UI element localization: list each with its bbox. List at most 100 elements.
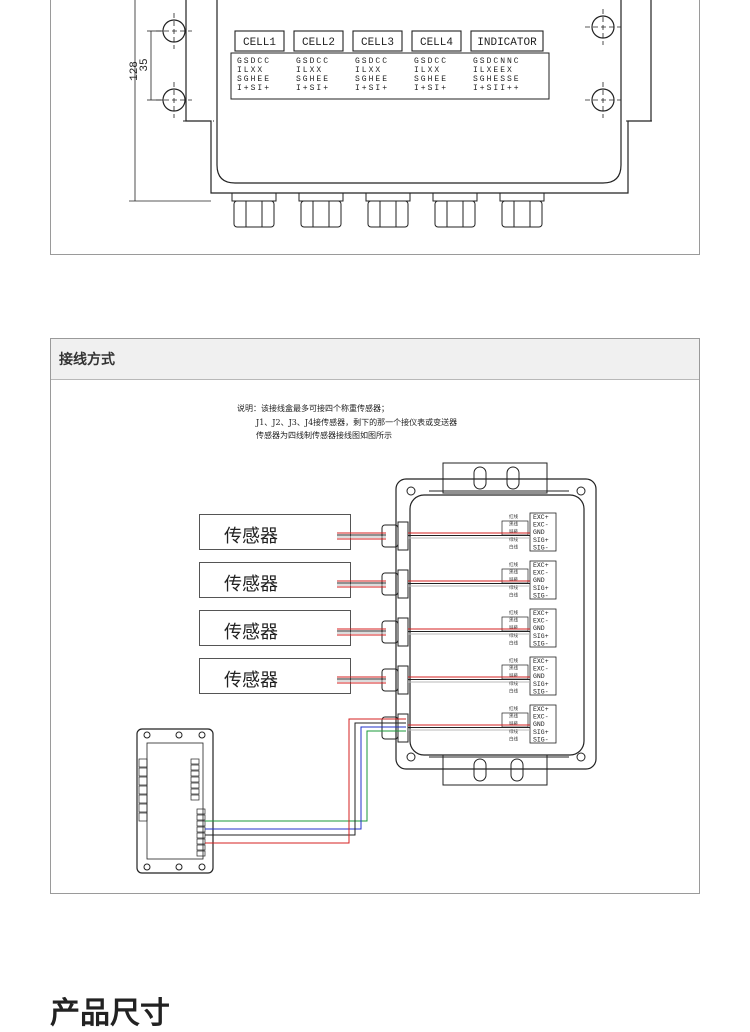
housing-outline [185, 0, 652, 194]
terminal-pin-row: GSDCC [296, 57, 330, 66]
wire-color-label: 红线 [509, 657, 518, 664]
terminal-label: CELL1 [243, 37, 276, 49]
junction-terminal-label: SIG+ [533, 633, 549, 640]
terminal-pin-row: SGHEE [296, 75, 330, 84]
junction-terminal-label: SIG- [533, 592, 549, 599]
sensor-box-3: 传感器 [199, 610, 351, 646]
indicator-cable [205, 718, 406, 844]
terminal-pin-row: I+SI+ [355, 84, 389, 93]
wire-color-label: 绿线 [509, 632, 518, 639]
junction-terminal-label: EXC+ [533, 562, 549, 569]
junction-terminal-label: GND [533, 577, 545, 584]
gland-nut [499, 192, 545, 202]
wire-color-label: 绿线 [509, 680, 518, 687]
junction-terminal-label: SIG- [533, 688, 549, 695]
terminal-label-box [293, 30, 344, 52]
wire-color-label: 屏蔽 [509, 528, 518, 535]
terminal-block-outline [230, 52, 550, 100]
terminal-label: CELL2 [302, 37, 335, 49]
junction-terminal-block [529, 512, 557, 552]
junction-terminal-block [529, 656, 557, 696]
indicator-cable-wire [205, 718, 406, 844]
junction-terminal-label: SIG+ [533, 681, 549, 688]
sensor-label: 传感器 [224, 670, 278, 691]
terminal-pin-row: ILXX [355, 66, 382, 75]
junction-terminal-label: GND [533, 529, 545, 536]
terminal-pin-row: SGHEE [237, 75, 271, 84]
junction-terminal-label: EXC+ [533, 610, 549, 617]
mounting-hole-right-top [585, 9, 621, 45]
wire-color-label: 红线 [509, 705, 518, 712]
wiring-panel: 接线方式 说明：该接线盒最多可接四个称重传感器； J1、J2、J3、J4接传感器… [50, 338, 700, 894]
junction-terminal-label: SIG+ [533, 729, 549, 736]
gland-nut [231, 192, 277, 202]
junction-terminal-label: EXC+ [533, 514, 549, 521]
junction-terminal-label: SIG+ [533, 537, 549, 544]
terminal-pin-row: GSDCC [237, 57, 271, 66]
junction-terminal-rows: EXC+EXC-GNDSIG+SIG-红线黑线屏蔽绿线白线EXC+EXC-GND… [381, 512, 557, 744]
junction-terminal-label: EXC- [533, 666, 549, 673]
terminal-label-box [411, 30, 462, 52]
wire-color-label: 屏蔽 [509, 624, 518, 631]
terminal-pin-row: I+SI+ [414, 84, 448, 93]
gland-body [300, 200, 342, 228]
terminal-label: CELL3 [361, 37, 394, 49]
dimension-hole-label: 35 [139, 58, 151, 71]
terminal-pin-row: ILXX [296, 66, 323, 75]
gland-body [434, 200, 476, 228]
wire-color-label: 红线 [509, 561, 518, 568]
junction-terminal-label: SIG+ [533, 585, 549, 592]
gland-nut [298, 192, 344, 202]
mounting-hole-right-bottom [585, 82, 621, 118]
wire-color-label: 白线 [509, 735, 518, 742]
dimension-drawing: 128 35 CELL1GSDCCILXXSGHEEI+SI+CELL2GSDC… [129, 0, 655, 228]
terminal-pin-row: SGHEE [414, 75, 448, 84]
wire-color-label: 绿线 [509, 728, 518, 735]
junction-terminal-label: EXC- [533, 618, 549, 625]
sensor-box-4: 传感器 [199, 658, 351, 694]
terminal-pin-row: I+SII++ [473, 84, 521, 93]
bracket-bottom [442, 754, 548, 786]
wire-color-label: 白线 [509, 591, 518, 598]
wiring-panel-header: 接线方式 [51, 339, 699, 380]
sensor-box-2: 传感器 [199, 562, 351, 598]
terminal-label: INDICATOR [477, 37, 537, 49]
terminal-pin-row: ILXEEX [473, 66, 514, 75]
terminal-pin-row: I+SI+ [296, 84, 330, 93]
terminal-pin-row: GSDCNNC [473, 57, 521, 66]
junction-terminal-label: SIG- [533, 736, 549, 743]
wire-color-label: 屏蔽 [509, 672, 518, 679]
terminal-pin-row: ILXX [237, 66, 264, 75]
wire-color-label: 绿线 [509, 584, 518, 591]
wire-color-label: 黑线 [509, 569, 518, 576]
junction-terminal-label: EXC- [533, 522, 549, 529]
junction-terminal-block [529, 608, 557, 648]
terminal-label-box [234, 30, 285, 52]
wire-color-label: 白线 [509, 687, 518, 694]
gland-body [501, 200, 543, 228]
gland-nut [432, 192, 478, 202]
gland-body [233, 200, 275, 228]
terminal-groups: CELL1GSDCCILXXSGHEEI+SI+CELL2GSDCCILXXSG… [230, 30, 550, 100]
terminal-pin-row: ILXX [414, 66, 441, 75]
terminal-pin-row: GSDCC [355, 57, 389, 66]
terminal-pin-row: SGHESSE [473, 75, 521, 84]
cable-glands [231, 192, 545, 228]
indicator-module [136, 728, 214, 874]
wire-color-label: 屏蔽 [509, 576, 518, 583]
terminal-label: CELL4 [420, 37, 453, 49]
junction-terminal-label: EXC- [533, 570, 549, 577]
dimension-total-label: 128 [129, 61, 141, 81]
wire-color-label: 黑线 [509, 617, 518, 624]
junction-terminal-label: EXC+ [533, 706, 549, 713]
junction-terminal-block [529, 704, 557, 744]
section-title-fragment: 产品尺寸 [50, 996, 170, 1031]
terminal-label-box [470, 30, 544, 52]
junction-terminal-label: EXC- [533, 714, 549, 721]
sensor-label: 传感器 [224, 526, 278, 547]
wiring-panel-title: 接线方式 [59, 352, 115, 368]
terminal-pin-row: I+SI+ [237, 84, 271, 93]
indicator-cable-wire [205, 726, 406, 830]
junction-terminal-label: EXC+ [533, 658, 549, 665]
gland-body [367, 200, 409, 228]
